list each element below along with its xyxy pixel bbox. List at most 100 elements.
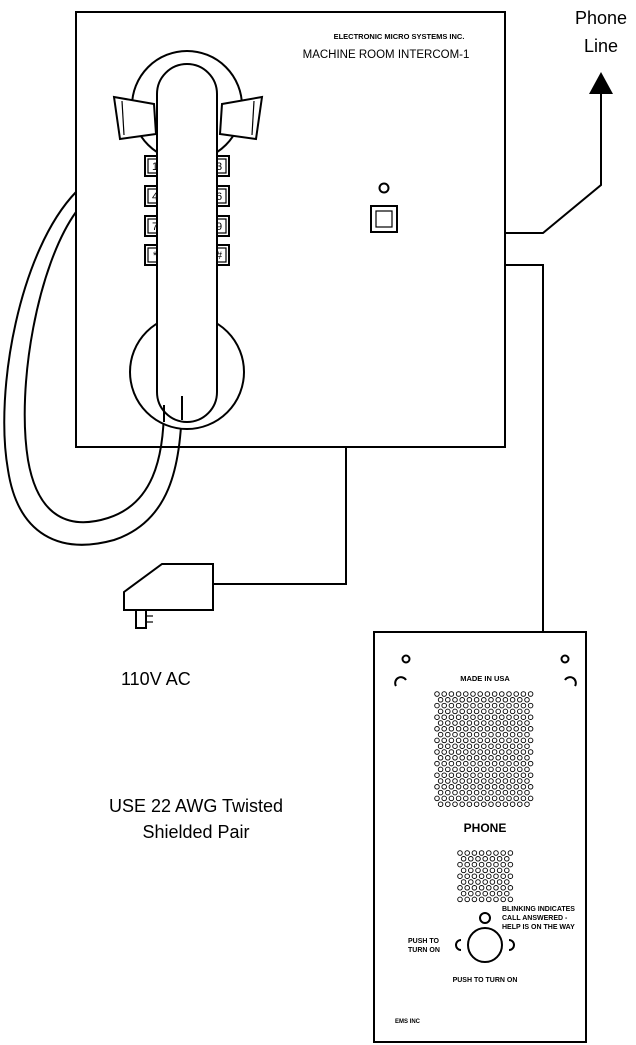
- grille-hole: [441, 702, 447, 709]
- grille-hole: [475, 867, 481, 874]
- grille-hole: [445, 789, 451, 796]
- grille-hole: [491, 760, 498, 767]
- grille-hole: [481, 801, 487, 807]
- svg-text:3: 3: [216, 161, 222, 173]
- grille-hole: [477, 749, 483, 755]
- push-to-turn-on-button[interactable]: [467, 927, 503, 963]
- grille-hole: [464, 885, 470, 891]
- grille-hole: [509, 720, 516, 726]
- grille-hole: [484, 760, 491, 767]
- grille-hole: [448, 714, 455, 720]
- grille-hole: [507, 861, 514, 868]
- grille-hole: [434, 737, 440, 744]
- grille-hole: [459, 755, 465, 761]
- button-arc-right: [508, 939, 515, 951]
- grille-hole: [445, 731, 451, 738]
- grille-hole: [513, 702, 519, 709]
- made-in-label: MADE IN USA: [460, 674, 510, 683]
- grille-hole: [493, 861, 499, 868]
- grille-hole: [488, 766, 494, 773]
- cable-note-line-2: Shielded Pair: [142, 822, 249, 842]
- grille-hole: [513, 749, 519, 755]
- hook-left: [112, 95, 158, 141]
- grille-hole: [434, 749, 440, 755]
- grille-hole: [491, 737, 498, 744]
- grille-hole: [434, 760, 440, 767]
- grille-hole: [496, 867, 503, 874]
- grille-hole: [477, 702, 483, 709]
- speaker-grille: [434, 691, 534, 807]
- grille-hole: [455, 795, 462, 802]
- grille-hole: [448, 784, 455, 790]
- grille-hole: [448, 795, 455, 802]
- grille-hole: [493, 885, 499, 891]
- grille-hole: [513, 737, 519, 744]
- grille-hole: [452, 801, 458, 807]
- grille-hole: [499, 702, 505, 709]
- grille-hole: [502, 766, 509, 773]
- grille-hole: [509, 731, 516, 738]
- grille-hole: [496, 856, 503, 862]
- grille-hole: [495, 778, 501, 784]
- grille-hole: [481, 708, 487, 715]
- grille-hole: [486, 885, 492, 891]
- grille-hole: [441, 772, 447, 778]
- grille-hole: [499, 737, 505, 744]
- grille-hole: [495, 801, 501, 807]
- grille-hole: [463, 691, 469, 697]
- grille-hole: [527, 737, 534, 744]
- grille-hole: [513, 714, 519, 720]
- svg-text:6: 6: [216, 191, 222, 203]
- grille-hole: [473, 743, 480, 749]
- grille-hole: [517, 731, 523, 738]
- grille-hole: [524, 801, 530, 807]
- grille-hole: [500, 896, 506, 903]
- hook-right: [218, 95, 264, 141]
- grille-hole: [488, 708, 494, 715]
- grille-hole: [502, 789, 509, 796]
- grille-hole: [452, 731, 458, 738]
- grille-hole: [495, 789, 501, 796]
- microphone-grille: [457, 850, 514, 903]
- grille-hole: [457, 850, 463, 856]
- grille-hole: [441, 749, 447, 755]
- grille-hole: [513, 795, 519, 802]
- station-cable-wire: [505, 264, 544, 632]
- grille-hole: [481, 755, 487, 761]
- svg-text:4: 4: [152, 191, 158, 203]
- grille-hole: [506, 749, 512, 755]
- grille-hole: [527, 772, 534, 778]
- grille-hole: [463, 749, 469, 755]
- grille-hole: [463, 760, 469, 767]
- grille-hole: [495, 708, 501, 715]
- grille-hole: [452, 708, 458, 715]
- grille-hole: [509, 708, 516, 715]
- grille-hole: [466, 801, 473, 807]
- power-plug: [123, 563, 214, 629]
- screw-top-left: [401, 654, 411, 664]
- grille-hole: [499, 714, 505, 720]
- grille-hole: [481, 766, 487, 773]
- grille-hole: [473, 801, 480, 807]
- phone-line-label-1: Phone: [575, 8, 627, 28]
- grille-hole: [468, 867, 474, 874]
- grille-hole: [500, 885, 506, 891]
- grille-hole: [509, 789, 516, 796]
- handset[interactable]: [129, 63, 245, 430]
- grille-hole: [478, 896, 485, 903]
- grille-hole: [470, 749, 476, 755]
- grille-hole: [452, 720, 458, 726]
- grille-hole: [477, 760, 483, 767]
- call-button[interactable]: [370, 205, 398, 233]
- grille-hole: [448, 760, 455, 767]
- grille-hole: [527, 702, 534, 709]
- grille-hole: [445, 755, 451, 761]
- blink-note-1: BLINKING INDICATES: [502, 906, 575, 913]
- grille-hole: [506, 714, 512, 720]
- grille-hole: [488, 697, 494, 703]
- grille-hole: [470, 784, 476, 790]
- grille-hole: [496, 890, 503, 897]
- grille-hole: [437, 789, 444, 796]
- grille-hole: [434, 714, 440, 720]
- grille-hole: [489, 867, 496, 874]
